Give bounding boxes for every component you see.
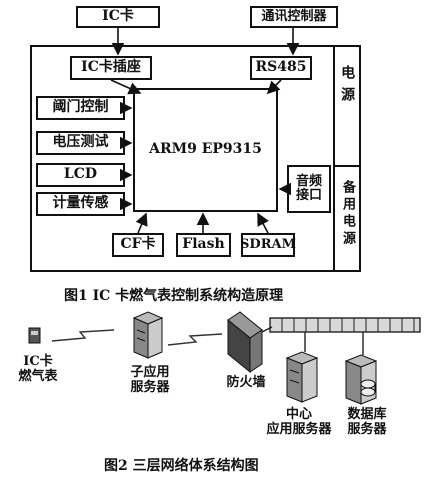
central-server-icon — [285, 351, 319, 403]
power-column — [333, 45, 335, 272]
gas-meter-icon — [28, 327, 41, 344]
figure-2-caption: 图2 三层网络体系结构图 — [104, 458, 259, 474]
backup-power-label: 备用电源 — [339, 180, 355, 248]
valve-control-box: 阈门控制 — [36, 96, 125, 120]
sdram-box: SDRAM — [240, 233, 296, 257]
network-bus — [269, 317, 421, 333]
cf-card-box: CF卡 — [112, 233, 164, 257]
sub-server-icon — [132, 311, 164, 359]
lcd-box: LCD — [36, 163, 125, 187]
rs485-box: RS485 — [250, 56, 312, 80]
power-column-split — [333, 165, 361, 167]
database-server-icon — [344, 354, 378, 405]
figure-1-arrows — [110, 28, 300, 234]
cpu-box: ARM9 EP9315 — [133, 88, 278, 212]
flash-box: Flash — [176, 233, 231, 257]
central-server-label: 中心 应用服务器 — [266, 407, 332, 437]
wireless-link-icon — [51, 329, 115, 342]
gas-meter-label: IC卡 燃气表 — [18, 354, 58, 384]
sub-server-label: 子应用 服务器 — [130, 365, 170, 395]
figure-1-caption: 图1 IC 卡燃气表控制系统构造原理 — [64, 288, 284, 304]
comm-controller-box: 通讯控制器 — [250, 6, 338, 28]
metering-sensor-box: 计量传感 — [36, 192, 125, 216]
firewall-icon — [227, 311, 263, 374]
ic-card-box: IC卡 — [76, 6, 160, 28]
voltage-test-box: 电压测试 — [36, 131, 125, 155]
ic-card-socket-box: IC卡插座 — [70, 56, 152, 80]
database-server-label: 数据库 服务器 — [347, 407, 387, 437]
firewall-label: 防火墙 — [226, 375, 266, 390]
wireless-link-icon — [167, 333, 223, 346]
power-label: 电源 — [339, 65, 356, 109]
